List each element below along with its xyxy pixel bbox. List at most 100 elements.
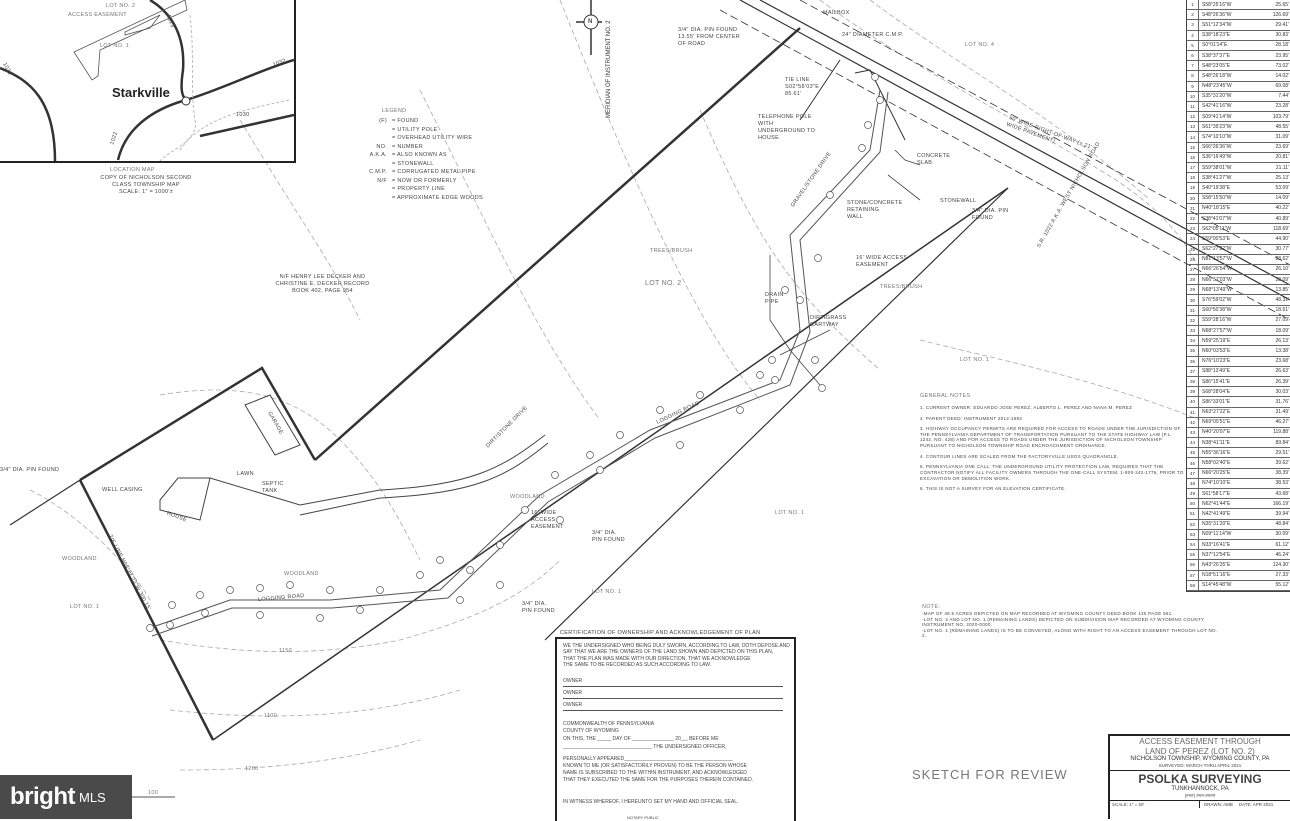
bearing: N62°41'44"E: [1202, 500, 1231, 507]
bearing: S61°39'23"W: [1202, 123, 1232, 130]
distance: 26.63': [1275, 368, 1289, 375]
cert-text: THE SAME TO BE RECORDED AS SUCH ACCORDIN…: [563, 662, 712, 668]
house-drive: [159, 394, 549, 521]
bearing: S40°19'38"E: [1202, 184, 1231, 191]
bearing: N35°31'20"E: [1202, 521, 1231, 528]
cert-appeared-line: PERSONALLY APPEARED_____________________…: [563, 756, 733, 762]
line-number: 45: [1187, 448, 1199, 458]
distance: 166.19': [1272, 500, 1289, 507]
distance: 27.09': [1275, 317, 1289, 324]
cert-notary: NOTARY PUBLIC: [627, 815, 659, 820]
legend-symbol: (F): [379, 118, 387, 124]
contour-label: 1200: [245, 766, 259, 772]
bearing: N40°18'15"E: [1202, 205, 1231, 212]
line-number: 27: [1187, 264, 1199, 275]
owner-signature-line: OWNER: [563, 678, 783, 687]
note-item: -LOT No. 2 AND LOT No. 1 (REMAINING LAND…: [922, 616, 1205, 628]
label-pin-found-mid: 3/4" DIA. PIN FOUND: [972, 208, 1009, 221]
line-number: 46: [1187, 458, 1199, 468]
distance: 38.39': [1275, 470, 1289, 477]
line-number: 37: [1187, 366, 1199, 376]
bearing: N68°13'49"W: [1202, 286, 1232, 293]
line-number: 39: [1187, 387, 1199, 397]
line-number: 55: [1187, 550, 1199, 560]
cert-text: THAT THE PLAN WAS MADE WITH OUR DIRECTIO…: [563, 656, 751, 662]
location-map: LOT No. 2 ACCESS EASEMENT LOT No. 1 Star…: [0, 0, 296, 163]
label-pin-found-left: 3/4" DIA. PIN FOUND: [0, 467, 60, 473]
label-lot-1: LOT No. 1: [960, 357, 990, 363]
line-number: 32: [1187, 315, 1199, 325]
legend-item: = APPROXIMATE EDGE WOODS: [392, 194, 483, 201]
legend-item: = FOUND: [392, 118, 419, 124]
notes-title: NOTE:: [922, 604, 941, 610]
bearing: S59°00'53"E: [1202, 235, 1231, 242]
distance: 23.28': [1275, 103, 1289, 110]
distance: 61.12': [1275, 541, 1289, 548]
line-number: 28: [1187, 275, 1199, 285]
bearing: S88°13'49"E: [1202, 368, 1231, 375]
label-lot-2: LOT No. 2: [645, 280, 682, 287]
line-number: 47: [1187, 468, 1199, 478]
label-stonewall: STONEWALL: [940, 198, 977, 204]
distance: 28.09': [1275, 276, 1289, 283]
owner-signature-line: OWNER: [563, 690, 783, 699]
label-retaining-wall: STONE/CONCRETE RETAINING WALL: [847, 200, 903, 220]
distance: 124.30': [1272, 561, 1289, 568]
loc-lot-2: LOT No. 2: [106, 3, 136, 9]
bearing: N37°12'54"E: [1202, 551, 1231, 558]
general-notes: GENERAL NOTES 1. CURRENT OWNER: EDUARDO …: [920, 393, 1185, 492]
cert-text: NAME IS SUBSCRIBED TO THE WITHIN INSTRUM…: [563, 770, 747, 776]
label-pin-found-lower: 3/4" DIA. PIN FOUND: [592, 530, 625, 543]
label-telephone-pole: TELEPHONE POLE WITH UNDERGROUND TO HOUSE: [758, 114, 816, 141]
general-note: 1. CURRENT OWNER: EDUARDO JOSE PEREZ, AL…: [920, 404, 1133, 410]
distance: 26.13': [1275, 337, 1289, 344]
label-woodland: WOODLAND: [510, 494, 545, 500]
distance: 103.79': [1272, 113, 1289, 120]
legend-item: = NOW OR FORMERLY: [392, 177, 457, 184]
general-note: 5. PENNSYLVANIA ONE CALL: THE UNDERGROUN…: [920, 464, 1184, 481]
distance: 46.27': [1275, 419, 1289, 426]
cert-date-line: ON THIS, THE _____ DAY OF ______________…: [563, 736, 719, 742]
location-map-caption-line: SCALE: 1" = 1000'±: [118, 189, 174, 195]
distance: 119.88': [1273, 429, 1289, 436]
bearing: S86°33'01"E: [1202, 398, 1231, 405]
legend-item: = STONEWALL: [392, 160, 434, 167]
line-number: 48: [1187, 478, 1199, 488]
title-block: ACCESS EASEMENT THROUGH LAND OF PEREZ (L…: [1108, 734, 1290, 819]
distance: 46.24': [1275, 551, 1289, 558]
distance: 23.95': [1275, 52, 1289, 59]
line-number: 54: [1187, 539, 1199, 550]
distance: 40.22': [1275, 205, 1289, 212]
label-access-easement-lower: 16' WIDE ACCESS EASEMENT: [531, 510, 564, 530]
bearing: S35°31'20"W: [1202, 93, 1232, 100]
bearing: N42°41'49"E: [1202, 510, 1231, 517]
bearing: N43°26'35"E: [1202, 561, 1231, 568]
line-number: 43: [1187, 427, 1199, 438]
drawing-date: DATE: APR 2021: [1238, 801, 1274, 807]
label-trees-brush: TREES/BRUSH: [880, 284, 923, 290]
bearing: S51°12'34"W: [1202, 21, 1232, 28]
bearing: N66°20'25"E: [1202, 470, 1231, 477]
distance: 39.94': [1275, 510, 1289, 517]
label-lawn: LAWN: [237, 471, 254, 477]
distance: 27.33': [1275, 572, 1289, 579]
distance: 48.55': [1275, 123, 1289, 130]
line-number: 23: [1187, 224, 1199, 234]
line-number: 29: [1187, 285, 1199, 295]
title-line: SURVEYED: MARCH THRU APRIL 2021: [1110, 763, 1290, 771]
